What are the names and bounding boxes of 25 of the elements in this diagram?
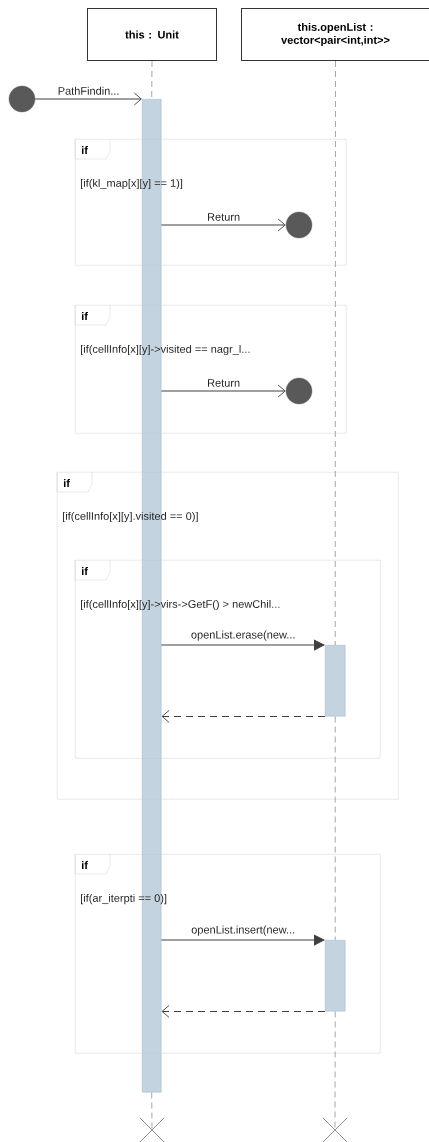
destruction-mark [322,1117,348,1142]
lifeline-head: this : Unit [87,8,217,61]
message-label: Return [206,378,242,388]
message-label: openList.insert(new... [190,924,297,937]
return-arrow [161,709,326,723]
return-arrow [161,1004,326,1018]
message-arrow [160,934,325,946]
message-endpoint [8,85,36,113]
lifeline [151,1091,153,1131]
lifeline [334,60,336,646]
destruction-mark [139,1117,165,1142]
message-arrow [160,384,286,398]
activation-bar [325,645,346,717]
message-arrow [34,92,142,106]
message-endpoint [285,377,313,405]
lifeline [151,60,153,100]
lifeline [334,715,336,941]
message-label: PathFindin... [56,85,121,96]
message-label: openList.erase(new... [189,629,297,642]
message-label: Return [206,212,242,222]
message-endpoint [285,211,313,239]
activation-bar [325,940,346,1012]
lifeline-head: this.openList : vector<pair<int,int>> [241,8,429,61]
message-arrow [160,218,286,232]
message-arrow [160,639,325,651]
